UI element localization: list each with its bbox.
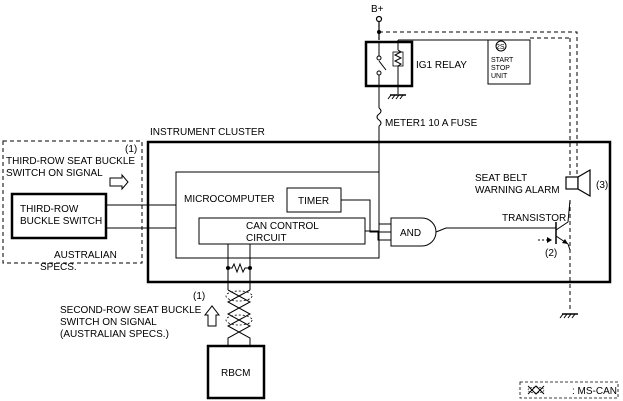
and-gate xyxy=(390,217,437,247)
timer-label: TIMER xyxy=(298,196,329,207)
third-row-signal-label-1: THIRD-ROW SEAT BUCKLE xyxy=(6,156,135,167)
legend-box xyxy=(519,381,619,399)
callout-1-bottom-label: (1) xyxy=(193,291,205,302)
legend-ms-can-label: : MS-CAN xyxy=(572,386,617,397)
transistor-icon xyxy=(555,199,571,251)
b-plus-label: B+ xyxy=(371,4,384,15)
and-to-transistor-wire xyxy=(435,227,557,233)
ig1-relay-box xyxy=(364,40,414,88)
seat-belt-alarm-label-2: WARNING ALARM xyxy=(475,185,560,196)
alarm-supply-wire xyxy=(379,31,578,178)
third-row-switch-label-2: BUCKLE SWITCH xyxy=(20,216,102,227)
callout-1-top-label: (1) xyxy=(125,144,137,155)
b-plus-terminal xyxy=(375,15,383,23)
transistor-label: TRANSISTOR xyxy=(502,213,566,224)
can-control-label-1: CAN CONTROL xyxy=(246,221,319,232)
fuse-to-and-wire xyxy=(378,142,391,225)
twisted-pair-icon xyxy=(225,289,253,346)
legend-twisted-pair-icon xyxy=(527,385,545,395)
instrument-cluster-label: INSTRUMENT CLUSTER xyxy=(150,127,265,138)
fuse-icon xyxy=(376,107,382,127)
rbcm-label: RBCM xyxy=(221,368,250,379)
microcomputer-box xyxy=(175,171,380,259)
third-row-switch-label-1: THIRD-ROW xyxy=(20,204,79,215)
relay-ground-icon xyxy=(387,94,406,100)
australian-specs-box xyxy=(2,140,143,264)
third-row-buckle-switch-box xyxy=(10,192,108,240)
start-stop-label-1: START xyxy=(491,57,514,64)
terminating-resistor-icon xyxy=(228,262,250,274)
second-row-signal-label-3: (AUSTRALIAN SPECS.) xyxy=(60,329,169,340)
seat-belt-alarm-label-1: SEAT BELT xyxy=(475,173,527,184)
speaker-icon xyxy=(565,168,591,198)
start-stop-unit-box xyxy=(487,39,531,85)
and-gate-label: AND xyxy=(400,228,421,239)
can-control-label-2: CIRCUIT xyxy=(246,233,287,244)
second-row-signal-label-2: SWITCH ON SIGNAL xyxy=(60,317,157,328)
can-to-and-wire xyxy=(365,230,391,241)
australian-label-2: SPECS. xyxy=(40,262,77,273)
fuse-label: METER1 10 A FUSE xyxy=(385,118,478,129)
start-stop-badge-text: 2S xyxy=(496,44,505,51)
ig1-relay-label: IG1 RELAY xyxy=(416,60,467,71)
microcomputer-label: MICROCOMPUTER xyxy=(184,194,275,205)
callout-3-label: (3) xyxy=(596,180,608,191)
start-stop-label-2: STOP xyxy=(491,65,510,72)
second-row-signal-label-1: SECOND-ROW SEAT BUCKLE xyxy=(60,305,202,316)
ig1-relay xyxy=(364,40,414,88)
start-stop-label-3: UNIT xyxy=(491,73,508,80)
start-stop-badge xyxy=(495,40,507,52)
australian-label-1: AUSTRALIAN xyxy=(54,250,117,261)
timer-to-and-wire xyxy=(341,199,391,233)
callout-2-label: (2) xyxy=(545,248,557,259)
second-row-signal-arrow-icon xyxy=(203,305,221,327)
third-row-signal-label-2: SWITCH ON SIGNAL xyxy=(6,168,103,179)
transistor-ground-icon xyxy=(559,313,578,319)
callout-2-arrow-icon xyxy=(547,237,552,243)
rbcm-box xyxy=(206,344,266,400)
third-row-signal-arrow-icon xyxy=(109,173,129,191)
